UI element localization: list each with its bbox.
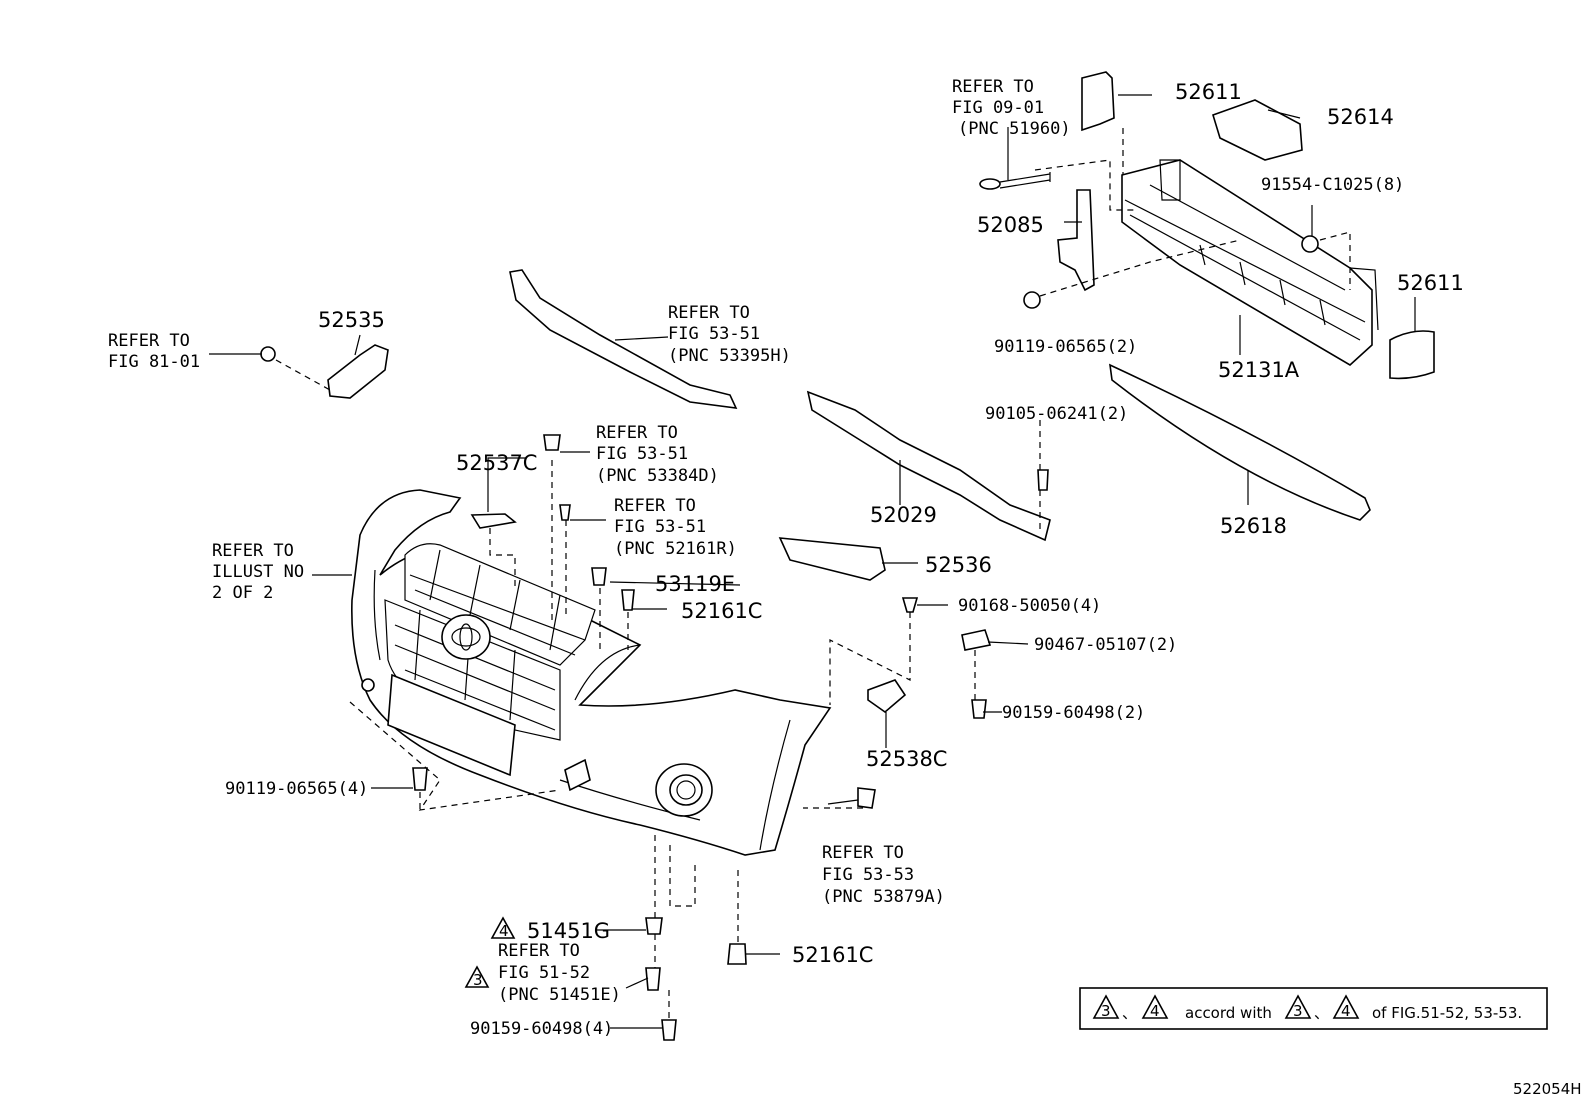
spacer-52611-top — [1081, 71, 1115, 132]
refer-line-3: (PNC 51451E) — [498, 985, 621, 1005]
assembly-lines — [275, 128, 1351, 1020]
part-label-52161c-top: 52161C — [681, 599, 762, 623]
refer-line-3: 2 OF 2 — [212, 583, 273, 603]
refer-line-3: (PNC 53384D) — [596, 466, 719, 486]
refer-fig-81-01: REFER TO FIG 81-01 — [108, 331, 200, 372]
refer-line-3: (PNC 52161R) — [614, 539, 737, 559]
refer-line-2: FIG 53-51 — [614, 517, 706, 537]
refer-line-2: FIG 81-01 — [108, 352, 200, 372]
refer-fig-53-51-c: REFER TO FIG 53-51 (PNC 52161R) — [614, 496, 737, 559]
part-label-91554: 91554-C1025(8) — [1261, 175, 1404, 195]
bracket-52535 — [327, 344, 389, 399]
marker-3-text: 3 — [473, 971, 483, 989]
marker-4-text: 4 — [499, 922, 509, 940]
part-label-52085: 52085 — [977, 213, 1044, 237]
warning-triangle-4-icon: 4 — [490, 916, 516, 940]
fastener-bolts — [260, 235, 1319, 1041]
part-label-90119-left: 90119-06565(4) — [225, 779, 368, 799]
note-marker-3: 3 — [1101, 1002, 1111, 1020]
bracket-52085 — [1057, 189, 1095, 292]
refer-line-2: FIG 53-51 — [596, 444, 688, 464]
part-label-52535: 52535 — [318, 308, 385, 332]
refer-line-1: REFER TO — [668, 303, 750, 323]
refer-line-1: REFER TO — [952, 77, 1034, 97]
support-52029 — [806, 390, 1051, 542]
upper-deflector — [509, 269, 738, 409]
part-label-52029: 52029 — [870, 503, 937, 527]
note-marker-4: 4 — [1150, 1002, 1160, 1020]
pad-52614 — [1212, 99, 1303, 161]
part-label-52611-top: 52611 — [1175, 80, 1242, 104]
part-label-52611-right: 52611 — [1397, 271, 1464, 295]
part-label-52614: 52614 — [1327, 105, 1394, 129]
part-label-52537c: 52537C — [456, 451, 537, 475]
refer-line-1: REFER TO — [822, 843, 904, 863]
note-box: 3 、 4 accord with 3 、 4 of FIG.51-52, 53… — [1079, 987, 1548, 1030]
front-bumper-cover — [351, 489, 832, 856]
part-label-52536: 52536 — [925, 553, 992, 577]
note-separator-1: 、 — [1122, 1004, 1137, 1022]
note-marker-3b: 3 — [1293, 1002, 1303, 1020]
part-label-52618: 52618 — [1220, 514, 1287, 538]
absorber-52618 — [1109, 363, 1371, 521]
refer-line-3: (PNC 51960) — [958, 119, 1071, 139]
part-label-51451g: 51451G — [527, 919, 610, 943]
part-label-90467: 90467-05107(2) — [1034, 635, 1177, 655]
refer-line-1: REFER TO — [614, 496, 696, 516]
note-marker-4b: 4 — [1341, 1002, 1351, 1020]
part-label-52131a: 52131A — [1218, 358, 1300, 382]
refer-fig-09-01: REFER TO FIG 09-01 (PNC 51960) — [952, 77, 1071, 139]
tow-eye — [979, 172, 1051, 190]
refer-line-2: FIG 53-51 — [668, 324, 760, 344]
refer-fig-53-51-b: REFER TO FIG 53-51 (PNC 53384D) — [596, 423, 719, 486]
refer-line-3: (PNC 53395H) — [668, 346, 791, 366]
warning-triangle-3-icon: 3 — [464, 965, 490, 989]
part-label-90119-top: 90119-06565(2) — [994, 337, 1137, 357]
refer-line-2: FIG 53-53 — [822, 865, 914, 885]
leader-lines — [209, 94, 1416, 1029]
part-label-90168: 90168-50050(4) — [958, 596, 1101, 616]
refer-illust-no: REFER TO ILLUST NO 2 OF 2 — [212, 541, 304, 603]
refer-fig-51-52: REFER TO FIG 51-52 (PNC 51451E) — [498, 941, 621, 1005]
note-accord-text: accord with — [1185, 1004, 1272, 1022]
spacer-52611-right — [1389, 330, 1435, 380]
part-label-52538c: 52538C — [866, 747, 947, 771]
refer-line-2: ILLUST NO — [212, 562, 304, 582]
refer-line-2: FIG 09-01 — [952, 98, 1044, 118]
refer-line-3: (PNC 53879A) — [822, 887, 945, 907]
part-label-52161c-bottom: 52161C — [792, 943, 873, 967]
refer-line-1: REFER TO — [498, 941, 580, 961]
bumper-reinforcement — [1121, 159, 1379, 366]
part-label-53119e: 53119E — [655, 572, 735, 596]
refer-fig-53-53: REFER TO FIG 53-53 (PNC 53879A) — [822, 843, 945, 907]
refer-line-2: FIG 51-52 — [498, 963, 590, 983]
refer-line-1: REFER TO — [108, 331, 190, 351]
note-fig-text: of FIG.51-52, 53-53. — [1372, 1004, 1522, 1022]
refer-line-1: REFER TO — [596, 423, 678, 443]
illustration-id: 522054H — [1513, 1080, 1582, 1098]
part-label-90105: 90105-06241(2) — [985, 404, 1128, 424]
part-label-90159-mid: 90159-60498(2) — [1002, 703, 1145, 723]
bracket-52537c — [470, 513, 517, 529]
bracket-52538c — [867, 679, 907, 714]
refer-line-1: REFER TO — [212, 541, 294, 561]
lower-grille-52536 — [778, 537, 886, 581]
note-separator-2: 、 — [1314, 1004, 1329, 1022]
part-label-90159-bottom: 90159-60498(4) — [470, 1019, 613, 1039]
refer-fig-53-51-a: REFER TO FIG 53-51 (PNC 53395H) — [668, 303, 791, 366]
